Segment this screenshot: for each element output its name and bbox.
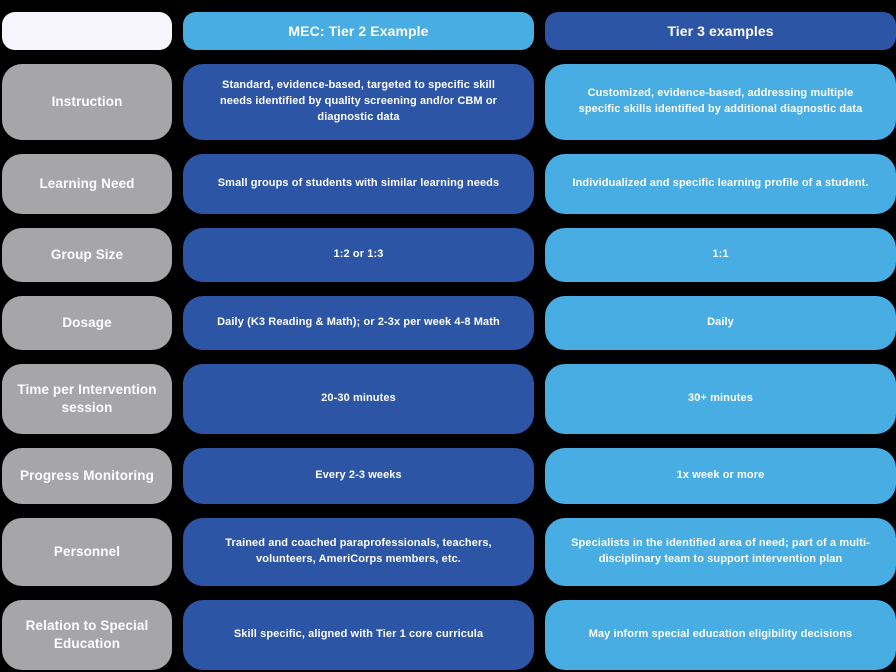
header-tier2: MEC: Tier 2 Example	[183, 12, 534, 50]
row-label-group-size: Group Size	[2, 228, 172, 282]
tier3-cell-personnel: Specialists in the identified area of ne…	[545, 518, 896, 586]
tier2-cell-time-per-session: 20-30 minutes	[183, 364, 534, 434]
row-label-learning-need: Learning Need	[2, 154, 172, 214]
tier3-cell-learning-need: Individualized and specific learning pro…	[545, 154, 896, 214]
tier2-cell-instruction: Standard, evidence-based, targeted to sp…	[183, 64, 534, 140]
tier2-cell-learning-need: Small groups of students with similar le…	[183, 154, 534, 214]
tier2-cell-dosage: Daily (K3 Reading & Math); or 2-3x per w…	[183, 296, 534, 350]
row-label-instruction: Instruction	[2, 64, 172, 140]
tier3-cell-group-size: 1:1	[545, 228, 896, 282]
tier2-cell-personnel: Trained and coached paraprofessionals, t…	[183, 518, 534, 586]
tier3-cell-time-per-session: 30+ minutes	[545, 364, 896, 434]
row-label-time-per-session: Time per Intervention session	[2, 364, 172, 434]
tier3-cell-progress-monitoring: 1x week or more	[545, 448, 896, 504]
row-label-relation-special-education: Relation to Special Education	[2, 600, 172, 670]
row-label-progress-monitoring: Progress Monitoring	[2, 448, 172, 504]
tier2-cell-relation-special-education: Skill specific, aligned with Tier 1 core…	[183, 600, 534, 670]
tier2-cell-progress-monitoring: Every 2-3 weeks	[183, 448, 534, 504]
corner-cell	[2, 12, 172, 50]
tier3-cell-relation-special-education: May inform special education eligibility…	[545, 600, 896, 670]
tier3-cell-dosage: Daily	[545, 296, 896, 350]
row-label-personnel: Personnel	[2, 518, 172, 586]
header-tier3: Tier 3 examples	[545, 12, 896, 50]
tier2-cell-group-size: 1:2 or 1:3	[183, 228, 534, 282]
row-label-dosage: Dosage	[2, 296, 172, 350]
tier3-cell-instruction: Customized, evidence-based, addressing m…	[545, 64, 896, 140]
